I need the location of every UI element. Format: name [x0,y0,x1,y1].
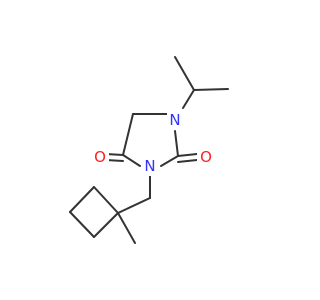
atom-n1-label: N [169,111,180,129]
bond-n3-c2 [160,155,179,167]
bond-c2-o-double-a [177,153,198,157]
atom-n1: N [167,110,183,130]
atom-o-c2-label: O [200,148,212,166]
molecule-structure-diagram: N N O O [69,56,229,244]
bond-cq-methyl [117,212,136,244]
bond-cyclobutane-3 [69,211,95,238]
bond-isopropyl-methyl-left [174,56,195,91]
bond-cyclobutane-4 [93,212,119,238]
atom-o-c4-label: O [94,148,106,166]
bond-isopropyl-ch-to-n1 [182,89,195,109]
bond-c2-n1 [174,130,179,157]
atom-o-c2: O [197,147,215,167]
atom-n3-label: N [144,157,155,175]
bond-ch2-cq [117,197,151,214]
bond-c2-o-double-b [177,159,198,163]
bond-isopropyl-methyl-right [193,88,229,91]
bond-c5-c4 [122,113,134,156]
bond-c4-n3 [122,154,141,167]
bond-cyclobutane-2 [69,186,95,213]
atom-o-c4: O [91,147,109,167]
bond-cyclobutane-1 [93,186,119,214]
atom-n3: N [142,156,158,176]
